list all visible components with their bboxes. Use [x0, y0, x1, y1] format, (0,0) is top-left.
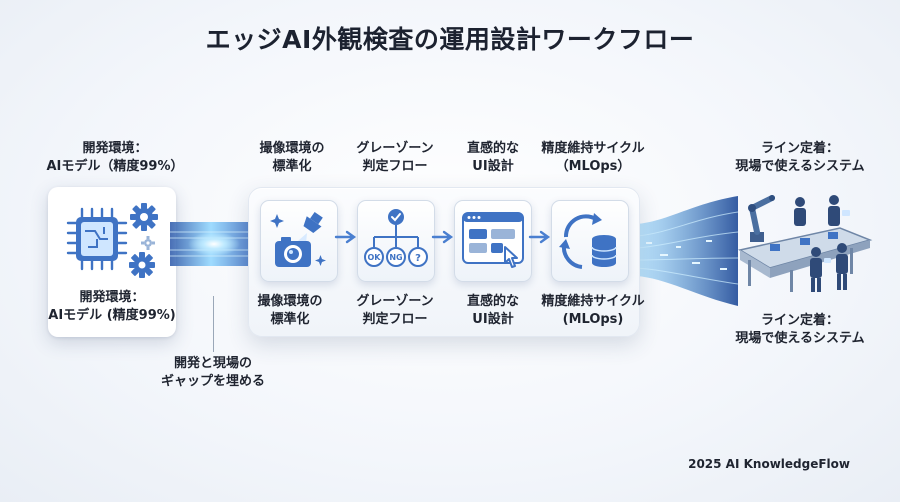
footer-credit: 2025 AI KnowledgeFlow: [688, 457, 850, 471]
page-title: エッジAI外観検査の運用設計ワークフロー: [205, 25, 695, 54]
arrow-right-icon: [334, 230, 357, 244]
step-3-top-label: 直感的な UI設計: [466, 141, 519, 174]
node-ng: NG: [389, 253, 402, 262]
step-1-bottom-label: 撮像環境の 標準化: [257, 294, 323, 327]
step-3-tile: [454, 200, 532, 282]
gap-connector-line: [213, 296, 214, 352]
arrow-right-icon: [431, 230, 454, 244]
step-4-bottom-label: 精度維持サイクル (MLOps): [541, 294, 645, 327]
node-question: ?: [415, 253, 421, 264]
ui-touch-icon: [462, 212, 524, 268]
line-top-label: ライン定着： 現場で使えるシステム: [735, 141, 865, 174]
step-1-tile: [260, 200, 338, 282]
step-4-tile: [551, 200, 629, 282]
step-2-tile: OK NG ?: [357, 200, 435, 282]
decision-flow-icon: OK NG ?: [364, 209, 428, 267]
dev-env-card-label: 開発環境： AIモデル (精度99%): [48, 290, 176, 323]
line-bottom-label: ライン定着： 現場で使えるシステム: [735, 313, 865, 346]
data-stream-left: [170, 222, 252, 266]
step-4-top-label: 精度維持サイクル （MLOps）: [541, 141, 645, 174]
step-3-bottom-label: 直感的な UI設計: [466, 294, 519, 327]
step-2-bottom-label: グレーゾーン 判定フロー: [356, 294, 434, 327]
dev-env-card: 開発環境： AIモデル (精度99%): [48, 187, 176, 337]
arrow-right-icon: [528, 230, 551, 244]
step-2-top-label: グレーゾーン 判定フロー: [356, 141, 434, 174]
node-ok: OK: [368, 253, 382, 262]
factory-line-icon: [737, 195, 873, 292]
ai-chip-gear-icon: [66, 203, 158, 278]
mlops-cycle-icon: [559, 213, 617, 269]
data-stream-right: [636, 196, 738, 306]
gap-label: 開発と現場の ギャップを埋める: [160, 356, 265, 389]
dev-env-top-label: 開発環境： AIモデル（精度99%）: [46, 141, 184, 174]
camera-light-icon: [270, 211, 326, 267]
step-1-top-label: 撮像環境の 標準化: [259, 141, 325, 174]
